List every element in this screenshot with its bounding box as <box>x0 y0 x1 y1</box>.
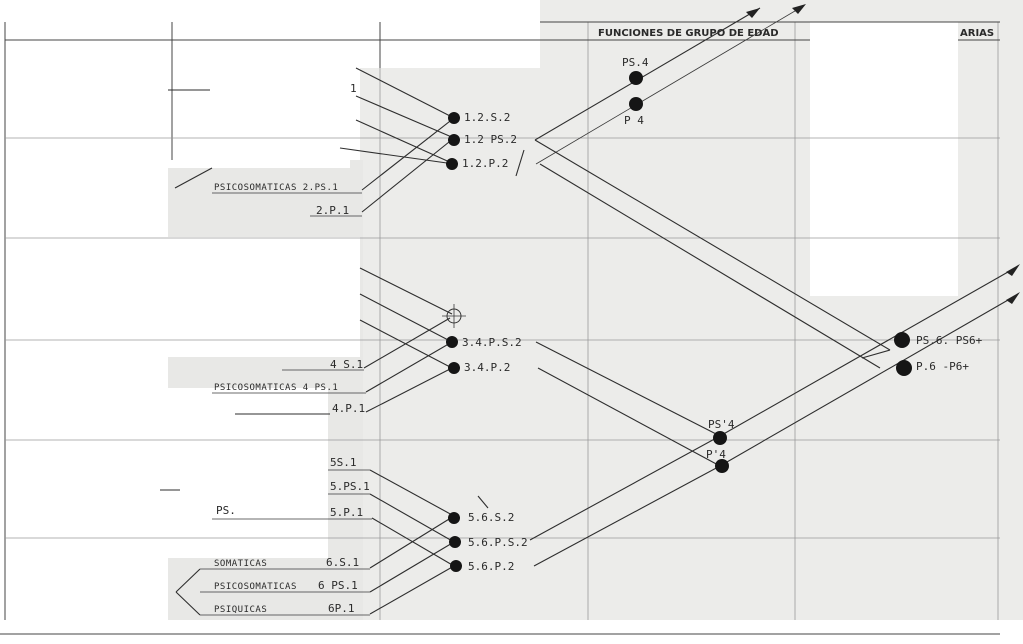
node-label-p4-mid: P'4 <box>706 448 726 461</box>
node-5-6-s2 <box>448 512 460 524</box>
node-3-4-p2 <box>448 362 460 374</box>
label-ps-fragment: PS. <box>216 504 236 517</box>
node-ps6 <box>894 332 910 348</box>
arrowhead-top-2 <box>792 4 806 14</box>
node-label-1-2-p2: 1.2.P.2 <box>462 157 508 170</box>
functions-header: FUNCIONES DE GRUPO DE EDAD <box>598 28 779 39</box>
node-label-3-4-p2: 3.4.P.2 <box>464 361 510 374</box>
label-somaticas-6: SOMATICAS <box>214 559 267 569</box>
node-ps4-top <box>629 71 643 85</box>
mask-left-col <box>0 168 168 644</box>
label-6ps1: 6 PS.1 <box>318 579 358 592</box>
arrowhead-top-1 <box>746 8 760 18</box>
mask-bottom <box>0 620 1023 644</box>
arrowheads <box>746 4 1020 304</box>
node-label-5-6-p2: 5.6.P.2 <box>468 560 514 573</box>
mask-left-4 <box>168 468 328 558</box>
node-1-2-ps2 <box>448 134 460 146</box>
label-4s1: 4 S.1 <box>330 358 363 371</box>
node-label-p6: P.6 -P6+ <box>916 360 969 373</box>
node-3-4-ps2 <box>446 336 458 348</box>
node-1-2-s2 <box>448 112 460 124</box>
node-labels: 1.2.S.2 1.2 PS.2 1.2.P.2 PS.4 P 4 3.4.P.… <box>462 56 983 573</box>
arrowhead-right-1 <box>1006 264 1020 276</box>
node-5-6-p2 <box>450 560 462 572</box>
label-psicosomaticas-6: PSICOSOMATICAS <box>214 582 297 592</box>
label-5ps1: 5.PS.1 <box>330 480 370 493</box>
node-p4-top <box>629 97 643 111</box>
node-label-1-2-s2: 1.2.S.2 <box>464 111 510 124</box>
node-label-1-2-ps2: 1.2 PS.2 <box>464 133 517 146</box>
label-psiquicas-6: PSIQUICAS <box>214 605 267 615</box>
node-1-2-p2 <box>446 158 458 170</box>
arias-header-fragment: ARIAS <box>960 28 994 39</box>
node-label-ps4-top: PS.4 <box>622 56 649 69</box>
node-label-5-6-s2: 5.6.S.2 <box>468 511 514 524</box>
mask-left-1 <box>0 68 350 168</box>
connection-lines <box>174 7 1016 616</box>
table-grid <box>0 21 1000 635</box>
diagram-nodes <box>446 71 912 572</box>
node-label-ps6: PS.6. PS6+ <box>916 334 983 347</box>
left-labels: 1 PSICOSOMATICAS 2.PS.1 2.P.1 4 S.1 PSIC… <box>200 82 372 616</box>
label-psicosomaticas-4: PSICOSOMATICAS 4 PS.1 <box>214 383 338 393</box>
arrowhead-right-2 <box>1006 292 1020 304</box>
node-p6 <box>896 360 912 376</box>
node-label-p4-top: P 4 <box>624 114 644 127</box>
node-ps4-mid <box>713 431 727 445</box>
mask-left-2 <box>168 237 360 357</box>
label-4p1: 4.P.1 <box>332 402 365 415</box>
label-5p1: 5.P.1 <box>330 506 363 519</box>
mask-top-left <box>0 0 540 68</box>
label-2p1: 2.P.1 <box>316 204 349 217</box>
label-6p1: 6P.1 <box>328 602 355 615</box>
mask-right-box <box>810 22 958 296</box>
node-5-6-ps2 <box>449 536 461 548</box>
node-label-3-4-ps2: 3.4.P.S.2 <box>462 336 522 349</box>
label-5s1: 5S.1 <box>330 456 357 469</box>
mask-left-3 <box>168 388 328 468</box>
label-6s1: 6.S.1 <box>326 556 359 569</box>
node-label-ps4-mid: PS'4 <box>708 418 735 431</box>
label-psicosomaticas-2: PSICOSOMATICAS 2.PS.1 <box>214 183 338 193</box>
node-label-5-6-ps2: 5.6.P.S.2 <box>468 536 528 549</box>
crosshair-marker <box>442 304 466 328</box>
label-l1: 1 <box>350 82 357 95</box>
node-p4-mid <box>715 459 729 473</box>
